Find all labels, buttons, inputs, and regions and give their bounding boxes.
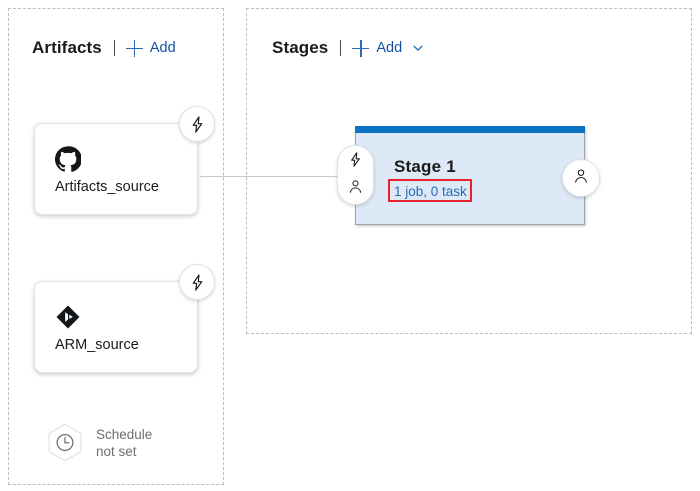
artifacts-title: Artifacts: [32, 38, 102, 57]
stage-name: Stage 1: [394, 157, 456, 176]
stage-jobs-tasks-link[interactable]: 1 job, 0 task: [394, 184, 467, 199]
person-icon: [347, 178, 364, 200]
clock-hexagon-icon: [42, 420, 88, 466]
artifact-to-stage-connector: [200, 176, 340, 177]
github-icon: [54, 146, 82, 172]
plus-icon: [125, 39, 143, 57]
schedule-line-2: not set: [96, 444, 137, 459]
lightning-bolt-icon[interactable]: [179, 264, 215, 300]
add-stage-button[interactable]: Add: [352, 39, 425, 57]
artifact-label: ARM_source: [55, 337, 139, 353]
schedule-label: Schedule not set: [96, 426, 152, 460]
pre-deployment-conditions-button[interactable]: [337, 145, 374, 205]
stage-card[interactable]: [355, 126, 585, 225]
add-stage-label: Add: [376, 40, 403, 56]
lightning-bolt-icon: [347, 151, 364, 173]
plus-icon: [352, 39, 370, 57]
stages-panel-header: Stages Add: [272, 38, 425, 58]
artifact-card[interactable]: Artifacts_source: [34, 106, 215, 215]
stages-panel: [246, 8, 692, 334]
azure-repos-icon: [55, 304, 81, 330]
lightning-bolt-icon[interactable]: [179, 106, 215, 142]
post-deployment-conditions-button[interactable]: [562, 159, 600, 197]
schedule-line-1: Schedule: [96, 427, 153, 442]
header-divider: [340, 40, 342, 56]
artifact-label: Artifacts_source: [55, 179, 159, 195]
artifacts-panel: [8, 8, 224, 485]
chevron-down-icon[interactable]: [411, 41, 425, 55]
stage-card-header-bar: [355, 126, 585, 133]
add-artifact-button[interactable]: Add: [125, 39, 176, 57]
person-icon: [572, 167, 590, 190]
schedule-trigger[interactable]: Schedule not set: [42, 420, 152, 466]
stages-title: Stages: [272, 38, 329, 57]
artifact-card[interactable]: ARM_source: [34, 264, 215, 373]
header-divider: [113, 40, 115, 56]
artifacts-panel-header: Artifacts Add: [32, 38, 176, 58]
add-artifact-label: Add: [149, 40, 176, 56]
